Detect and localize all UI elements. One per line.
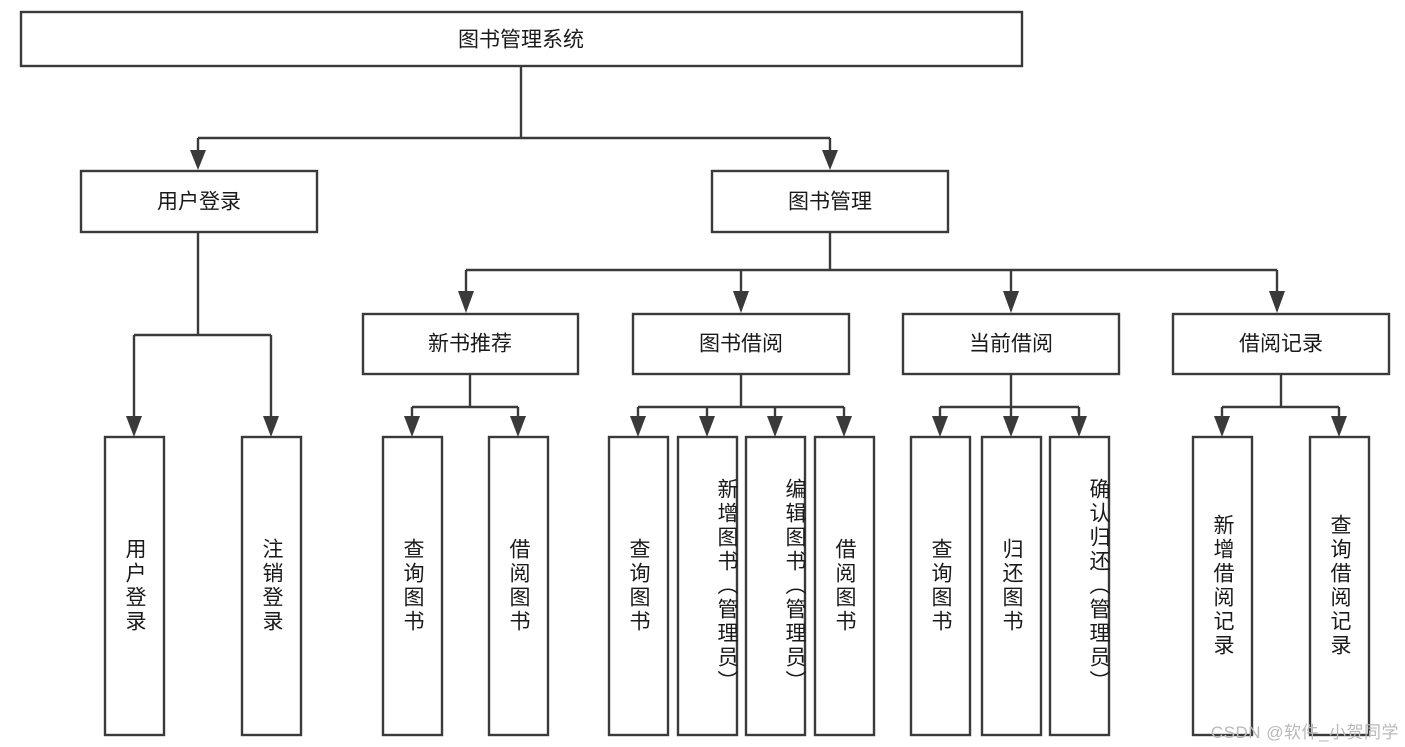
leaf-box-current-return-book[interactable] bbox=[980, 435, 1043, 737]
connector-layer bbox=[126, 66, 1347, 437]
node-new-book-recommend-label: 新书推荐 bbox=[428, 333, 512, 356]
leaf-box-current-confirm-return[interactable] bbox=[1048, 435, 1111, 737]
arrow-head-current-leaf-1 bbox=[932, 416, 948, 437]
arrow-head-user-login bbox=[190, 150, 206, 170]
arrow-head-leaf-user-login bbox=[126, 416, 142, 437]
arrow-head-current-leaf-3 bbox=[1071, 416, 1087, 437]
leaf-box-record-add[interactable] bbox=[1191, 435, 1254, 737]
csdn-watermark: CSDN @软件_小贺同学 bbox=[1210, 723, 1399, 742]
node-root[interactable]: 图书管理系统 bbox=[19, 10, 1024, 68]
leaf-box-layer bbox=[103, 435, 1371, 737]
arrow-head-borrow-leaf-3 bbox=[767, 416, 783, 437]
node-book-manage[interactable]: 图书管理 bbox=[710, 169, 950, 234]
arrow-head-borrow-record bbox=[1269, 291, 1285, 313]
node-user-login[interactable]: 用户登录 bbox=[79, 169, 319, 234]
node-current-borrow[interactable]: 当前借阅 bbox=[901, 312, 1121, 376]
node-book-manage-label: 图书管理 bbox=[788, 191, 872, 214]
arrow-head-recommend-leaf-1 bbox=[404, 416, 420, 437]
node-book-borrow[interactable]: 图书借阅 bbox=[631, 312, 851, 376]
arrow-head-book-borrow bbox=[733, 291, 749, 313]
arrow-head-current-borrow bbox=[1003, 291, 1019, 313]
arrow-head-record-leaf-1 bbox=[1214, 416, 1230, 437]
node-new-book-recommend-box[interactable] bbox=[361, 312, 580, 376]
arrow-head-borrow-leaf-4 bbox=[836, 416, 852, 437]
leaf-box-recommend-borrow-book[interactable] bbox=[487, 435, 550, 737]
node-current-borrow-label: 当前借阅 bbox=[969, 333, 1053, 356]
arrow-head-record-leaf-2 bbox=[1331, 416, 1347, 437]
node-borrow-record[interactable]: 借阅记录 bbox=[1171, 312, 1391, 376]
leaf-box-recommend-query-book[interactable] bbox=[381, 435, 444, 737]
leaf-box-user-login[interactable] bbox=[103, 435, 166, 737]
node-root-label: 图书管理系统 bbox=[458, 29, 584, 52]
leaf-box-borrow-query-book[interactable] bbox=[607, 435, 670, 737]
leaf-box-borrow-edit-book[interactable] bbox=[744, 435, 807, 737]
arrow-head-leaf-logout bbox=[263, 416, 279, 437]
arrow-head-book-manage bbox=[822, 150, 838, 170]
node-new-book-recommend[interactable]: 新书推荐 bbox=[361, 312, 580, 376]
node-book-borrow-label: 图书借阅 bbox=[699, 333, 783, 356]
arrow-head-recommend-leaf-2 bbox=[510, 416, 526, 437]
leaf-box-borrow-borrow-book[interactable] bbox=[813, 435, 876, 737]
leaf-box-borrow-add-book[interactable] bbox=[676, 435, 739, 737]
node-user-login-box[interactable] bbox=[79, 169, 319, 234]
node-user-login-label: 用户登录 bbox=[157, 191, 241, 214]
arrow-head-current-leaf-2 bbox=[1003, 416, 1019, 437]
arrow-head-new-book-recommend bbox=[458, 291, 474, 313]
node-root-box[interactable] bbox=[19, 10, 1024, 68]
node-borrow-record-label: 借阅记录 bbox=[1239, 333, 1323, 356]
node-book-borrow-box[interactable] bbox=[631, 312, 851, 376]
leaf-box-record-query[interactable] bbox=[1308, 435, 1371, 737]
leaf-box-current-query-book[interactable] bbox=[909, 435, 972, 737]
arrow-head-borrow-leaf-2 bbox=[699, 416, 715, 437]
node-current-borrow-box[interactable] bbox=[901, 312, 1121, 376]
node-borrow-record-box[interactable] bbox=[1171, 312, 1391, 376]
node-book-manage-box[interactable] bbox=[710, 169, 950, 234]
leaf-box-logout[interactable] bbox=[240, 435, 303, 737]
arrow-head-borrow-leaf-1 bbox=[630, 416, 646, 437]
